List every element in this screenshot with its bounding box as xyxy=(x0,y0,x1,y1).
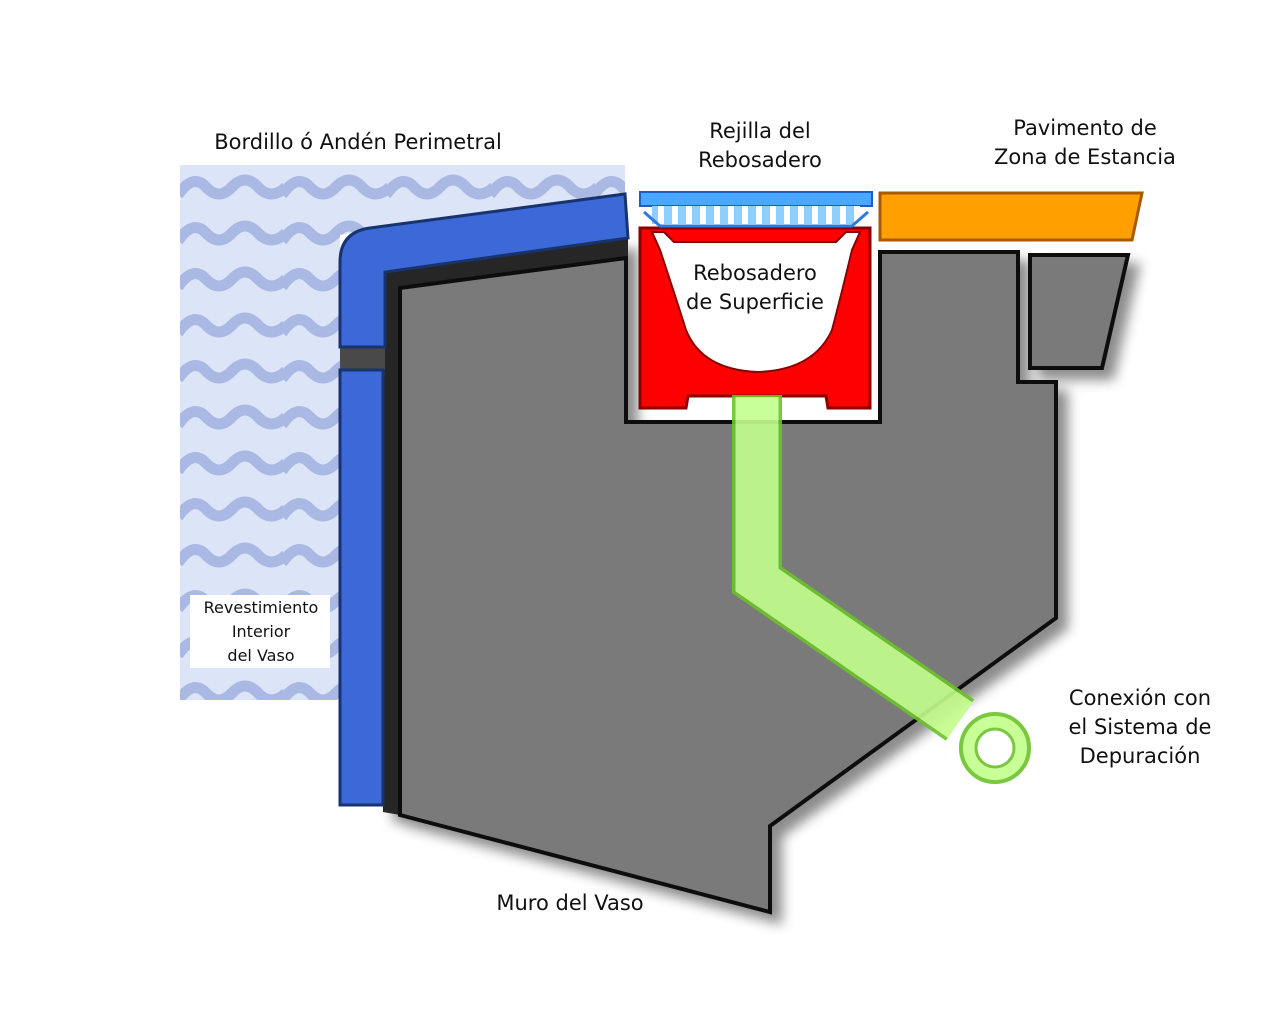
label-rebosadero-line1: Rebosadero xyxy=(693,261,817,285)
label-revestimiento-line1: Revestimiento xyxy=(204,598,319,617)
label-rejilla-line2: Rebosadero xyxy=(698,148,822,172)
pipe-fill xyxy=(735,397,973,738)
label-muro: Muro del Vaso xyxy=(496,891,643,915)
overflow-channel-cup xyxy=(650,231,862,374)
overflow-grate xyxy=(639,191,873,228)
lining-top-piece xyxy=(338,192,630,349)
label-pavimento-line2: Zona de Estancia xyxy=(994,145,1176,169)
lining-vertical-piece xyxy=(338,368,385,807)
label-conexion-line1: Conexión con xyxy=(1069,686,1211,710)
label-revestimiento-line2: Interior xyxy=(232,622,291,641)
label-rejilla-line1: Rejilla del xyxy=(709,119,811,143)
label-bordillo: Bordillo ó Andén Perimetral xyxy=(214,130,502,154)
pipe-connection-hole xyxy=(974,727,1016,769)
pool-water xyxy=(180,165,625,700)
paving-orange xyxy=(878,191,1144,242)
label-revestimiento-line3: del Vaso xyxy=(227,646,294,665)
overflow-channel xyxy=(638,226,872,410)
label-rebosadero-line2: de Superficie xyxy=(686,290,824,314)
wall-gap xyxy=(340,347,385,370)
grate-frame xyxy=(643,210,869,228)
grate-bars xyxy=(652,206,860,224)
pool-wall xyxy=(340,238,1131,915)
drain-pipe xyxy=(732,395,1031,784)
label-pavimento-line1: Pavimento de xyxy=(1013,116,1157,140)
paving-base-slab xyxy=(1028,253,1131,370)
grate-top-bar xyxy=(639,191,873,207)
label-conexion-line3: Depuración xyxy=(1080,744,1201,768)
revestimiento-label-box xyxy=(190,595,330,668)
label-conexion-line2: el Sistema de xyxy=(1069,715,1212,739)
wall-body xyxy=(398,250,1058,915)
